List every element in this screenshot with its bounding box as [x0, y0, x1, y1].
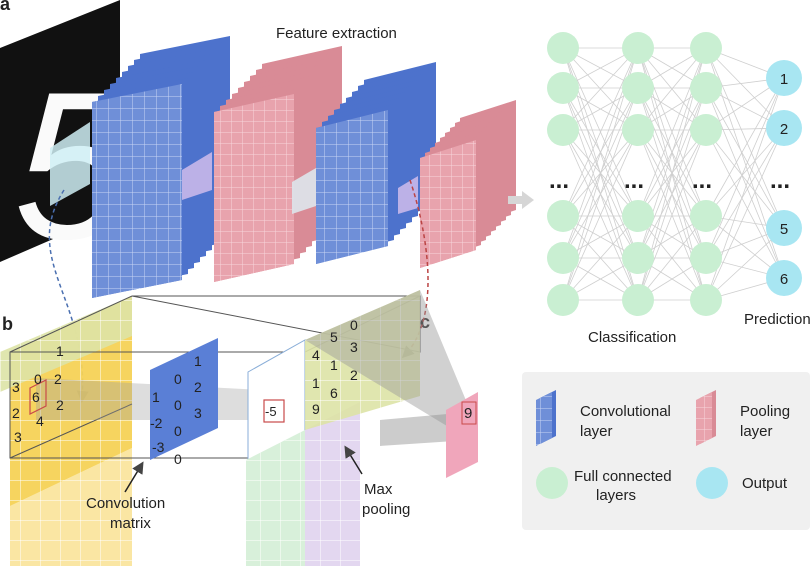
output-ellipsis: ...	[770, 167, 790, 194]
pool-cell-value: 1	[330, 357, 338, 373]
hidden-neuron	[690, 114, 722, 146]
hidden-neuron	[547, 114, 579, 146]
pool-cell-value: 2	[350, 367, 358, 383]
input-cell-value: 1	[56, 343, 64, 359]
kernel-cell-value: 2	[194, 379, 202, 395]
hidden-neuron	[622, 200, 654, 232]
receptive-field-1	[182, 152, 212, 200]
output-neuron	[766, 110, 802, 146]
kernel-cell-value: -3	[152, 439, 165, 455]
dashed-arrow-input	[48, 189, 89, 403]
kernel-cell-value: 3	[194, 405, 202, 421]
legend: Convolutional layer Pooling layer Full c…	[536, 390, 790, 504]
hidden-neuron	[690, 32, 722, 64]
pool-cell-value: 9	[312, 401, 320, 417]
kernel-cell-value: 1	[194, 353, 202, 369]
hidden-neuron	[547, 72, 579, 104]
hidden-neuron	[690, 242, 722, 274]
max-pooling-caption-line2: pooling	[362, 501, 410, 518]
panel-label-a: a	[0, 0, 11, 14]
flow-arrow	[508, 191, 534, 209]
convolution-caption-line2: matrix	[110, 515, 151, 532]
dashed-arrow-pool	[401, 179, 429, 359]
hidden-neuron	[547, 284, 579, 316]
legend-fc-circle	[536, 467, 568, 499]
pool-cell-value: 0	[350, 317, 358, 333]
legend-output-circle	[696, 467, 728, 499]
pool-layer-2	[420, 100, 516, 268]
hidden-neuron	[622, 114, 654, 146]
kernel-cell-value: -2	[150, 415, 163, 431]
legend-conv-icon	[536, 390, 556, 446]
legend-fc-line1: Full connected	[574, 468, 672, 485]
kernel-cell-value: 0	[174, 397, 182, 413]
legend-conv-line1: Convolutional	[580, 403, 671, 420]
pool-cell-value: 5	[330, 329, 338, 345]
panel-label-b: b	[2, 314, 13, 334]
input-cell-value: 6	[32, 389, 40, 405]
output-neuron-label: 1	[780, 71, 788, 88]
pool-cell-value: 6	[330, 385, 338, 401]
prediction-heading: Prediction	[744, 311, 811, 328]
neuron-ellipsis: ...	[692, 167, 712, 194]
hidden-neuron	[547, 242, 579, 274]
output-neuron	[766, 210, 802, 246]
output-neuron	[766, 60, 802, 96]
hidden-neuron	[622, 72, 654, 104]
legend-conv-line2: layer	[580, 423, 613, 440]
legend-output-label: Output	[742, 475, 788, 492]
neuron-ellipsis: ...	[549, 167, 569, 194]
legend-pool-line1: Pooling	[740, 403, 790, 420]
panel-label-c: c	[420, 312, 430, 332]
input-cell-value: 2	[12, 405, 20, 421]
kernel-cell-value: 1	[152, 389, 160, 405]
input-cell-value: 2	[54, 371, 62, 387]
pool-cell-value: 4	[312, 347, 320, 363]
pool-cell-value: 3	[350, 339, 358, 355]
network-nodes: ......... 1 2 5 6...	[547, 32, 802, 316]
kernel-cell-value: 0	[174, 371, 182, 387]
output-neuron-label: 2	[780, 121, 788, 138]
convolution-caption-line1: Convolution	[86, 495, 165, 512]
feature-extraction-heading: Feature extraction	[276, 25, 397, 42]
hidden-neuron	[622, 32, 654, 64]
legend-fc-line2: layers	[596, 487, 636, 504]
hidden-neuron	[690, 200, 722, 232]
network-edges	[562, 47, 785, 301]
convolution-detail	[0, 290, 478, 566]
legend-pool-icon	[696, 390, 716, 446]
legend-pool-line2: layer	[740, 423, 773, 440]
pool-result-value: 9	[464, 405, 472, 422]
legend-panel	[522, 372, 810, 530]
hidden-neuron	[622, 242, 654, 274]
hidden-neuron	[547, 32, 579, 64]
neuron-ellipsis: ...	[624, 167, 644, 194]
classification-heading: Classification	[588, 329, 676, 346]
receptive-field-2	[292, 168, 316, 214]
input-cell-value: 4	[36, 413, 44, 429]
conv-layer-1	[92, 36, 230, 298]
max-pooling-caption-line1: Max	[364, 481, 393, 498]
output-neuron	[766, 260, 802, 296]
hidden-neuron	[622, 284, 654, 316]
output-neuron-label: 6	[780, 271, 788, 288]
receptive-field-3	[398, 176, 418, 214]
input-cell-value: 2	[56, 397, 64, 413]
input-cell-value: 3	[14, 429, 22, 445]
input-cell-value: 3	[12, 379, 20, 395]
kernel-cell-value: 0	[174, 423, 182, 439]
input-digit-image: 5	[0, 0, 132, 283]
result-value: -5	[265, 404, 277, 419]
output-neuron-label: 5	[780, 221, 788, 238]
hidden-neuron	[547, 200, 579, 232]
input-cell-value: 0	[34, 371, 42, 387]
hidden-neuron	[690, 72, 722, 104]
hidden-neuron	[690, 284, 722, 316]
pool-cell-value: 1	[312, 375, 320, 391]
feature-map-stacks	[92, 36, 516, 298]
kernel-cell-value: 0	[174, 451, 182, 467]
